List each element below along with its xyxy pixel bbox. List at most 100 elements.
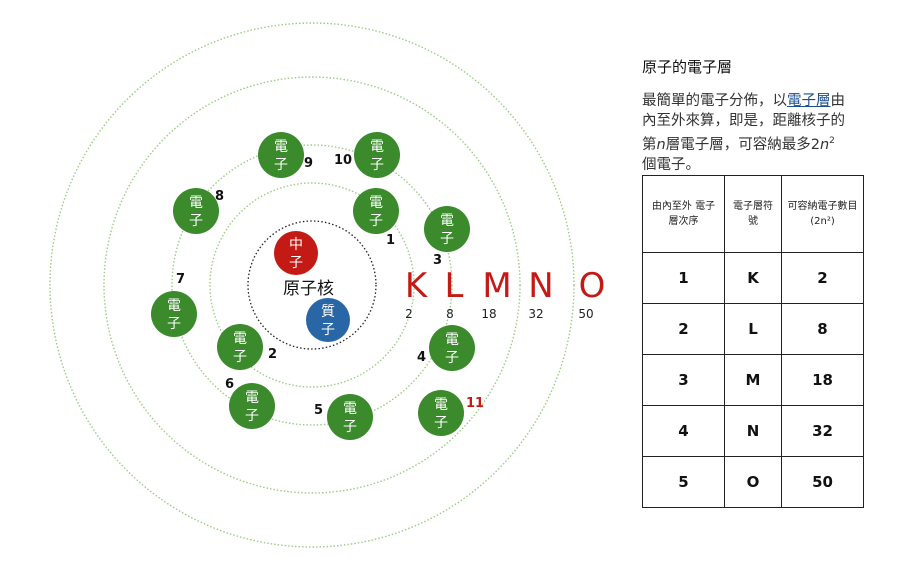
electron-number: 1	[386, 233, 395, 248]
cell-symbol: K	[724, 252, 782, 304]
electron-disc	[429, 325, 475, 371]
header-capacity: 可容納電子數目(2n²)	[781, 175, 864, 253]
electron: 電子 4	[417, 325, 475, 371]
ring-3	[171, 144, 453, 426]
neutron-disc	[274, 231, 318, 275]
cell-capacity: 32	[781, 405, 864, 457]
electron-disc	[229, 383, 275, 429]
electron-text-bottom: 子	[233, 349, 247, 365]
electron-disc	[258, 132, 304, 178]
cell-order: 5	[642, 456, 725, 508]
electron-text-bottom: 子	[370, 157, 384, 173]
electron-number: 2	[268, 347, 277, 362]
shell-letter: K	[405, 266, 429, 306]
cell-symbol: O	[724, 456, 782, 508]
electron-text-top: 電	[274, 139, 288, 155]
electron: 電子 11	[418, 390, 484, 436]
electron: 電子8	[173, 188, 224, 234]
desc-sup: 2	[829, 136, 835, 146]
electron-disc	[151, 291, 197, 337]
electron-disc	[354, 132, 400, 178]
shell-capacity: 50	[578, 307, 593, 321]
cell-order: 1	[642, 252, 725, 304]
desc-n2: n	[819, 136, 830, 153]
electron: 電子1	[353, 188, 399, 248]
shell-table: 由內至外 電子層次序 電子層符號 可容納電子數目(2n²) 1 K 2 2 L …	[642, 175, 864, 508]
electron-text-bottom: 子	[167, 316, 181, 332]
electron: 電子6	[225, 377, 275, 429]
table-header-row: 由內至外 電子層次序 電子層符號 可容納電子數目(2n²)	[642, 175, 864, 253]
shell-capacity: 8	[446, 307, 454, 321]
cell-capacity: 50	[781, 456, 864, 508]
shell-letter: O	[579, 266, 606, 306]
electron-disc	[418, 390, 464, 436]
desc-n: n	[656, 136, 666, 153]
electron-text-top: 電	[233, 331, 247, 347]
panel-description: 最簡單的電子分佈，以電子層由內至外來算，即是，距離核子的第n層電子層，可容納最多…	[642, 91, 847, 175]
electron-disc	[173, 188, 219, 234]
electron-text-bottom: 子	[245, 408, 259, 424]
ring-5	[49, 22, 575, 548]
electron-number: 5	[314, 403, 323, 418]
electron-disc	[217, 324, 263, 370]
header-order: 由內至外 電子層次序	[642, 175, 725, 253]
table-row: 3 M 18	[642, 354, 864, 406]
electron-text-bottom: 子	[434, 415, 448, 431]
header-symbol: 電子層符號	[724, 175, 782, 253]
nucleus: 原子核 中 子 質 子	[274, 231, 350, 342]
desc-pre: 最簡單的電子分佈，以	[642, 93, 787, 109]
electron-text-top: 電	[370, 139, 384, 155]
electron-number: 10	[334, 153, 352, 168]
ring-4	[103, 76, 521, 494]
table-row: 1 K 2	[642, 252, 864, 304]
ring-1	[247, 220, 377, 350]
electron-disc	[353, 188, 399, 234]
electron: 電子7	[151, 272, 197, 337]
nucleus-label: 原子核	[283, 279, 334, 299]
info-panel: 原子的電子層 最簡單的電子分佈，以電子層由內至外來算，即是，距離核子的第n層電子…	[642, 56, 892, 175]
shell-letter: M	[482, 266, 511, 306]
neutron: 中 子	[274, 231, 318, 275]
shell-capacity: 18	[481, 307, 496, 321]
electron: 電子5	[314, 394, 373, 440]
desc-link[interactable]: 電子層	[787, 93, 831, 109]
shell-rings	[49, 22, 575, 548]
table-row: 2 L 8	[642, 303, 864, 355]
neutron-text-bottom: 子	[289, 255, 303, 271]
electron-number: 8	[215, 189, 224, 204]
desc-mid: 由內至外來算，即是，距離核子的第	[642, 93, 845, 153]
electron-text-top: 電	[434, 397, 448, 413]
electron-text-top: 電	[445, 332, 459, 348]
cell-symbol: M	[724, 354, 782, 406]
cell-capacity: 2	[781, 252, 864, 304]
shell-letter: N	[528, 266, 553, 306]
electron-text-bottom: 子	[274, 157, 288, 173]
electron-text-top: 電	[167, 298, 181, 314]
shell-letter: L	[445, 266, 464, 306]
electron: 電子3	[424, 206, 470, 268]
shell-capacity: 2	[405, 307, 413, 321]
cell-order: 3	[642, 354, 725, 406]
desc-mid2: 層電子層，可容納最多2	[665, 136, 820, 153]
neutron-text-top: 中	[289, 237, 303, 253]
table-row: 5 O 50	[642, 456, 864, 508]
electron: 電子 10	[334, 132, 400, 178]
electron-text-bottom: 子	[440, 231, 454, 247]
electron-text-top: 電	[245, 390, 259, 406]
electron-number: 4	[417, 350, 426, 365]
cell-capacity: 8	[781, 303, 864, 355]
electron-text-bottom: 子	[445, 350, 459, 366]
electron: 電子 2	[217, 324, 277, 370]
electron-disc	[327, 394, 373, 440]
electron-number: 11	[466, 396, 484, 411]
ring-2	[209, 182, 415, 388]
electron-text-bottom: 子	[189, 213, 203, 229]
electron-text-top: 電	[440, 213, 454, 229]
electron-text-top: 電	[189, 195, 203, 211]
electron-text-bottom: 子	[343, 419, 357, 435]
desc-post: 個電子。	[642, 156, 700, 173]
